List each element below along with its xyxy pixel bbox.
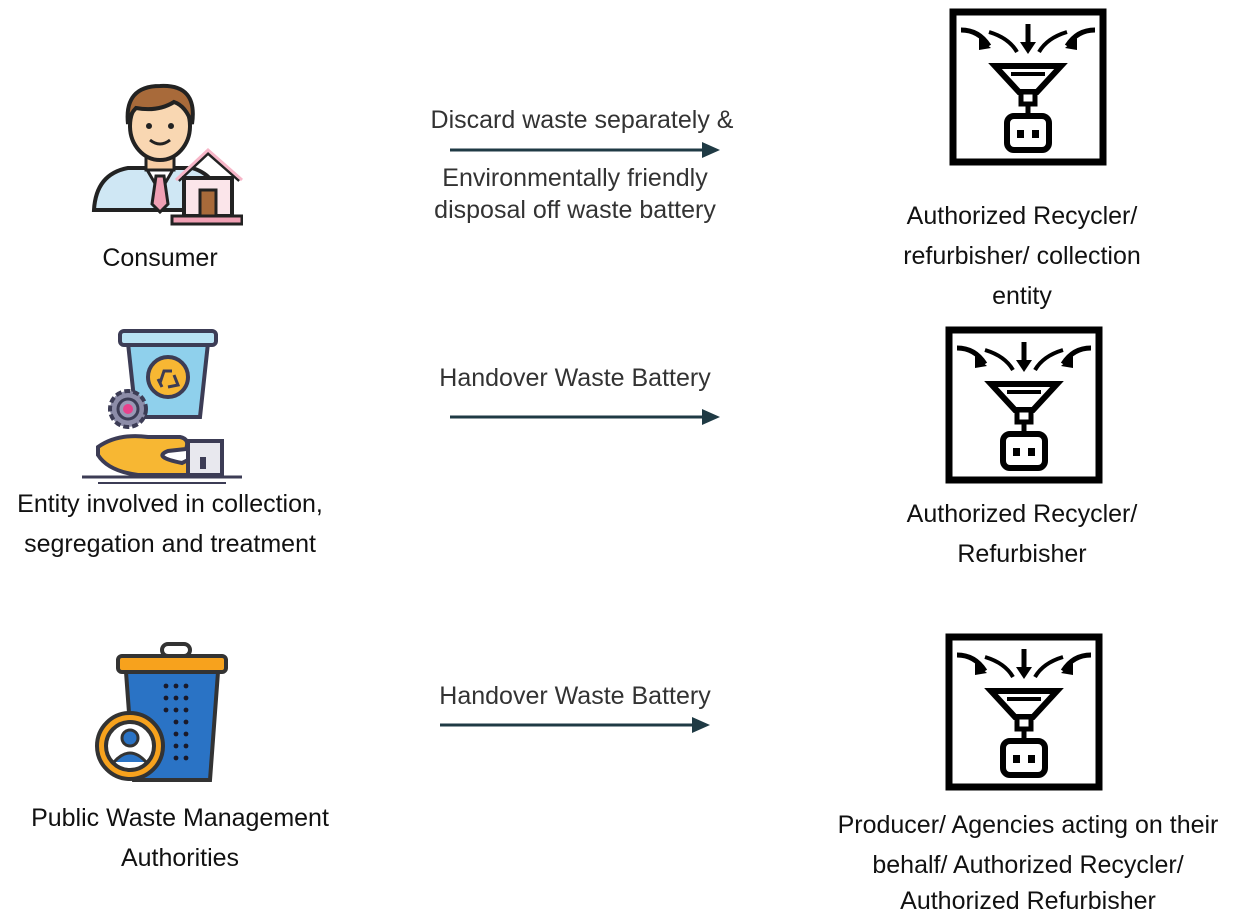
recycling-funnel-icon	[945, 326, 1103, 489]
target-label-3-line2: behalf/ Authorized Recycler/	[872, 851, 1184, 879]
target-label-1-line3: entity	[992, 282, 1052, 310]
target-label-2-line2: Refurbisher	[957, 540, 1087, 568]
arrow-1	[450, 140, 722, 160]
consumer-icon	[88, 72, 244, 227]
recycle-bin-hand-icon	[78, 325, 246, 485]
discard-waste-text: Discard waste separately &	[430, 106, 734, 134]
waste-bin-person-icon	[92, 642, 232, 784]
recycling-funnel-icon	[949, 8, 1107, 171]
entity-label-line1: Entity involved in collection,	[17, 490, 323, 518]
handover-text-2: Handover Waste Battery	[439, 682, 711, 710]
disposal-text-line2: disposal off waste battery	[434, 196, 716, 224]
handover-text-1: Handover Waste Battery	[439, 364, 711, 392]
arrow-2	[450, 407, 722, 427]
public-waste-label-line1: Public Waste Management	[31, 804, 329, 832]
public-waste-label-line2: Authorities	[120, 844, 240, 872]
consumer-label: Consumer	[102, 244, 218, 272]
entity-label-line2: segregation and treatment	[24, 530, 316, 558]
arrow-3	[440, 715, 712, 735]
target-label-1-line2: refurbisher/ collection	[903, 242, 1141, 270]
target-label-1-line1: Authorized Recycler/	[906, 202, 1138, 230]
target-label-3-line3: Authorized Refurbisher	[900, 887, 1156, 915]
target-label-2-line1: Authorized Recycler/	[906, 500, 1138, 528]
recycling-funnel-icon	[945, 633, 1103, 796]
target-label-3-line1: Producer/ Agencies acting on their	[837, 811, 1219, 839]
disposal-text-line1: Environmentally friendly	[442, 164, 708, 192]
